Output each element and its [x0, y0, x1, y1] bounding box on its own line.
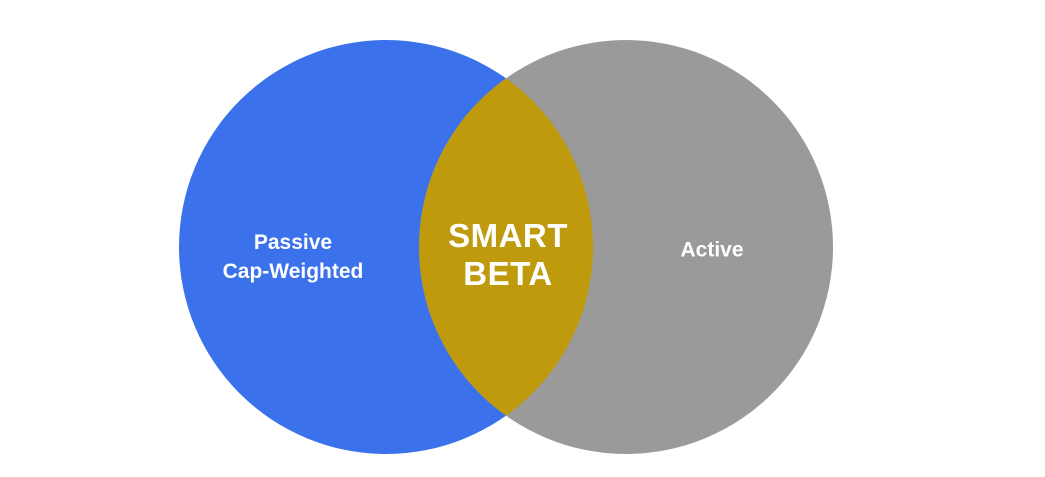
smart-beta-line1: SMART: [448, 217, 568, 254]
smart-beta-label: SMART BETA: [448, 217, 568, 293]
active-label-text: Active: [680, 238, 744, 262]
active-label: Active: [680, 236, 743, 265]
smart-beta-overlap: [419, 40, 593, 454]
smart-beta-line2: BETA: [463, 255, 553, 292]
passive-cap-weighted-label: Passive Cap-Weighted: [223, 228, 364, 286]
passive-label-line1: Passive: [253, 231, 333, 254]
passive-label-line2: Cap-Weighted: [222, 260, 364, 283]
